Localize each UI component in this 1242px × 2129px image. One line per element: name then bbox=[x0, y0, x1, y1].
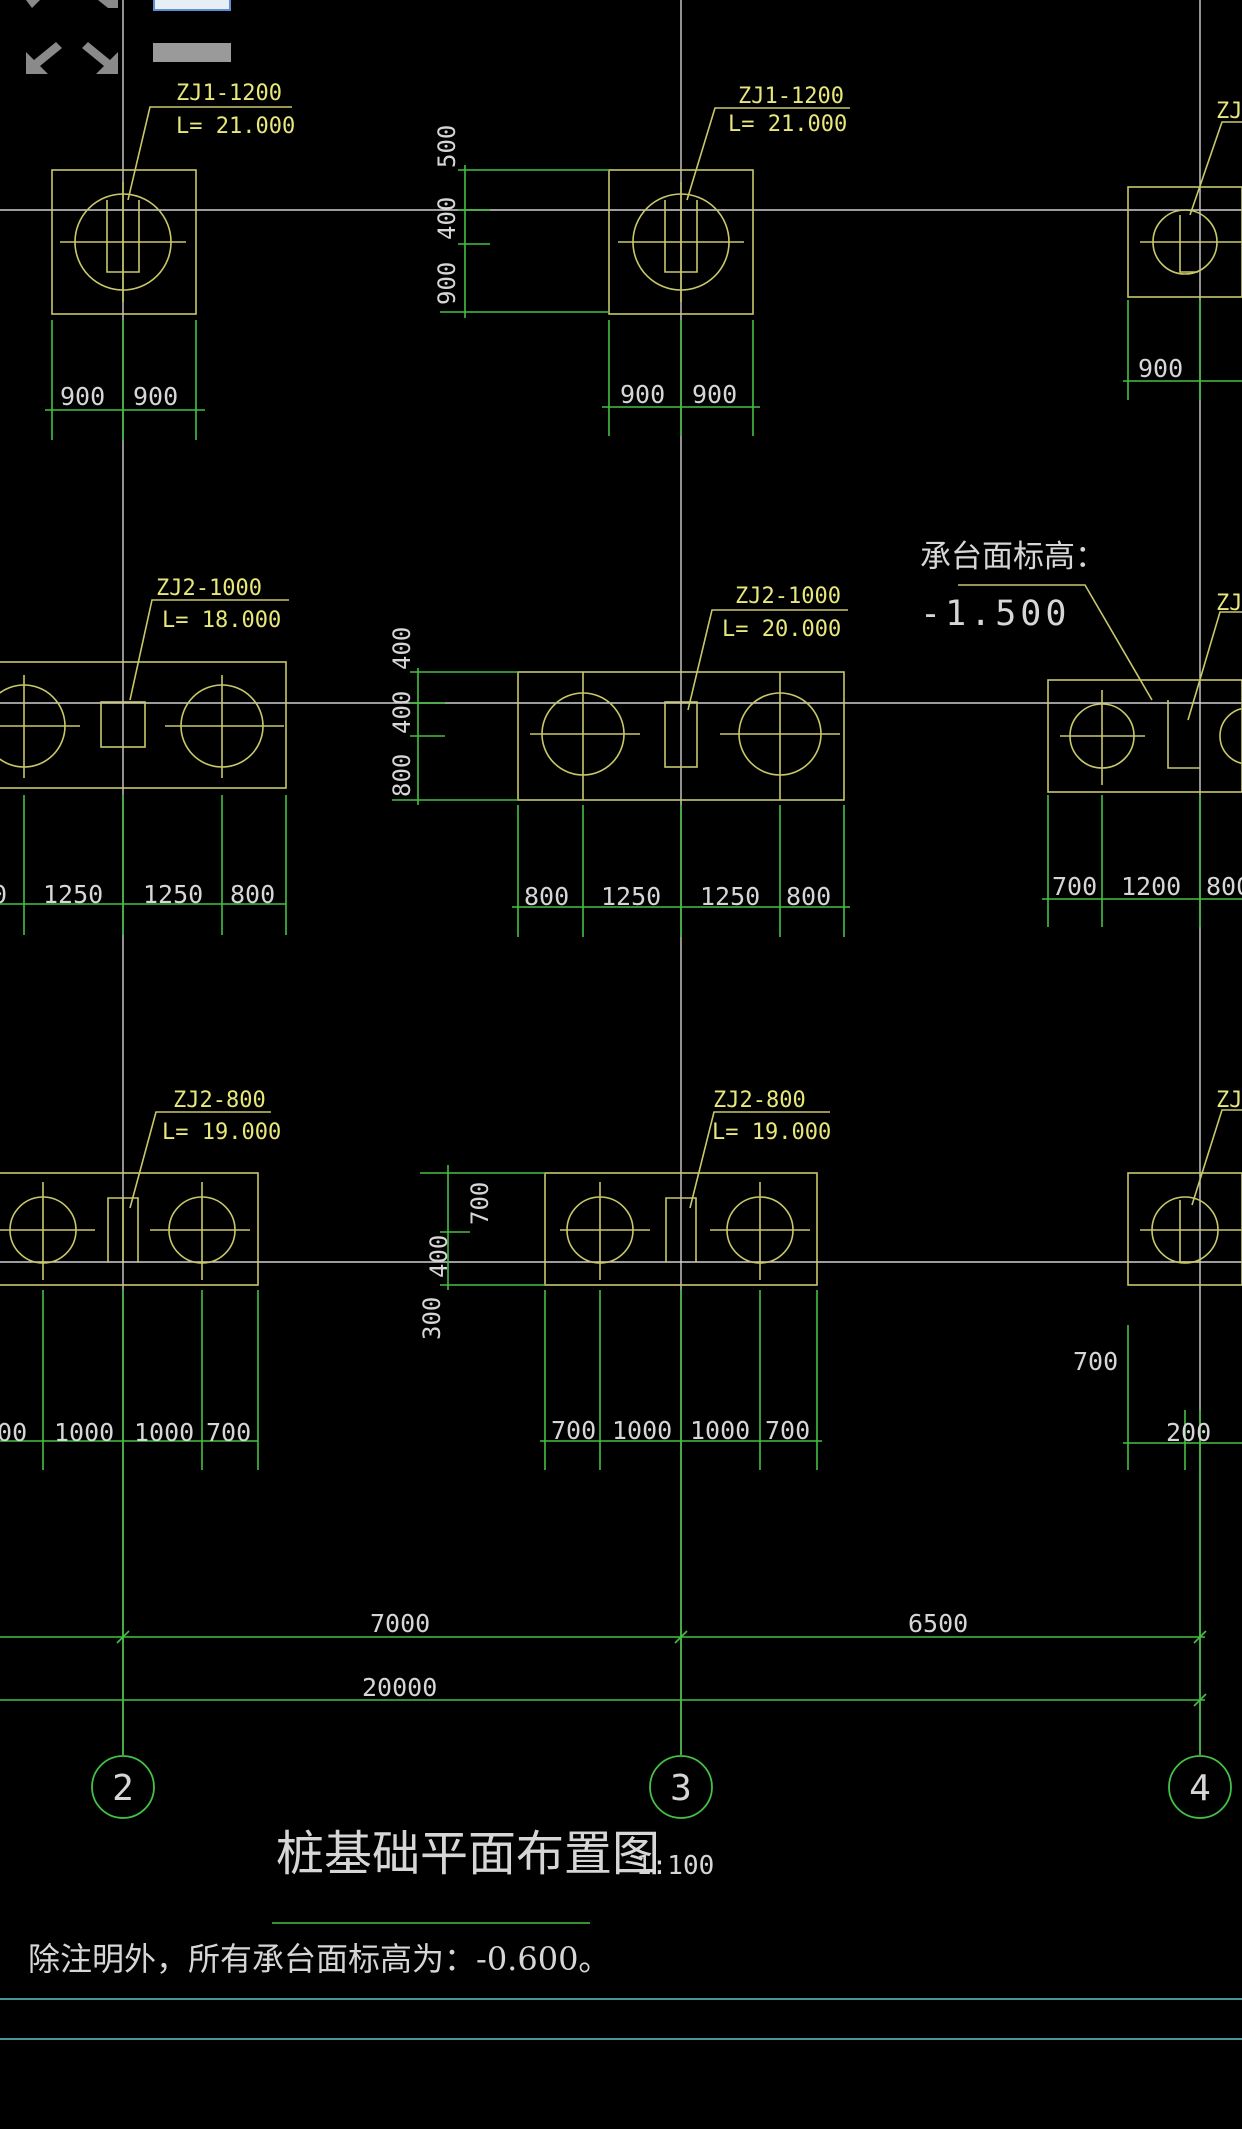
overall-dimensions bbox=[0, 1630, 1207, 1707]
cap-label-r1c2: ZJ1-1200 bbox=[738, 84, 844, 109]
dim-row2 bbox=[0, 795, 1242, 937]
pile-cap-r3c2 bbox=[544, 1111, 830, 1286]
general-note: 除注明外，所有承台面标高为：-0.600。 bbox=[28, 1940, 610, 1978]
dim-r1-5: 900 bbox=[1138, 354, 1183, 383]
dim-r2v-1: 400 bbox=[388, 627, 416, 670]
cap-label-r3c3: ZJ1 bbox=[1216, 1088, 1242, 1113]
dim-r2b-3: 1250 bbox=[700, 882, 760, 911]
dim-r1-3: 900 bbox=[620, 380, 665, 409]
cap-label-r1c1: ZJ1-1200 bbox=[176, 81, 282, 106]
cap-length-r2c1: L= 18.000 bbox=[162, 608, 281, 633]
dim-r3b-4: 700 bbox=[765, 1416, 810, 1445]
dim-r3v-2: 400 bbox=[425, 1235, 453, 1278]
cap-length-r1c1: L= 21.000 bbox=[176, 114, 295, 139]
axis-bubble-4 bbox=[1168, 1755, 1232, 1819]
dim-r3c-2: 200 bbox=[1166, 1418, 1211, 1447]
dim-r2a-1: 0 bbox=[0, 880, 7, 909]
cap-label-r3c2: ZJ2-800 bbox=[713, 1088, 806, 1113]
axis-label-3: 3 bbox=[670, 1768, 692, 1809]
dim-r1-2: 900 bbox=[133, 382, 178, 411]
cap-length-r3c2: L= 19.000 bbox=[712, 1120, 831, 1145]
dim-r3a-1: 700 bbox=[0, 1418, 27, 1447]
dim-r3a-2: 1000 bbox=[54, 1418, 114, 1447]
dim-r1v-2: 400 bbox=[433, 197, 461, 240]
dim-r2a-4: 800 bbox=[230, 880, 275, 909]
dim-r2c-3: 800 bbox=[1206, 872, 1242, 901]
pile-cap-r2c3 bbox=[958, 584, 1242, 793]
pile-cap-r1c3 bbox=[1127, 121, 1242, 298]
dim-r2a-3: 1250 bbox=[143, 880, 203, 909]
cap-length-r3c1: L= 19.000 bbox=[162, 1120, 281, 1145]
axis-bubble-2 bbox=[91, 1755, 155, 1819]
pile-cap-r2c1 bbox=[0, 599, 289, 789]
layer-color-button[interactable] bbox=[153, 0, 231, 11]
elevation-value: -1.500 bbox=[920, 594, 1070, 634]
dim-r1-4: 900 bbox=[692, 380, 737, 409]
drawing-scale: 1:100 bbox=[636, 1851, 714, 1881]
dim-r3b-1: 700 bbox=[551, 1416, 596, 1445]
dim-row1-vertical bbox=[440, 165, 609, 318]
cap-length-r1c2: L= 21.000 bbox=[728, 112, 847, 137]
cap-label-r2c1: ZJ2-1000 bbox=[156, 576, 262, 601]
pile-cap-r2c2 bbox=[517, 609, 848, 801]
pile-cap-r1c2 bbox=[608, 107, 850, 315]
dim-r2a-2: 1250 bbox=[43, 880, 103, 909]
dim-row2-vertical bbox=[392, 668, 518, 805]
dim-row1 bbox=[45, 300, 1242, 440]
axis-label-4: 4 bbox=[1189, 1768, 1211, 1809]
cap-length-r2c2: L= 20.000 bbox=[722, 617, 841, 642]
elevation-label: 承台面标高： bbox=[920, 539, 1106, 575]
cap-label-r3c1: ZJ2-800 bbox=[173, 1088, 266, 1113]
dim-r3b-2: 1000 bbox=[612, 1416, 672, 1445]
dim-r3a-3: 1000 bbox=[134, 1418, 194, 1447]
span-total: 20000 bbox=[362, 1673, 437, 1702]
dim-r2b-2: 1250 bbox=[601, 882, 661, 911]
dim-r3v-3: 300 bbox=[418, 1297, 446, 1340]
cap-label-r2c2: ZJ2-1000 bbox=[735, 584, 841, 609]
dim-r3a-4: 700 bbox=[206, 1418, 251, 1447]
axis-bubble-3 bbox=[649, 1755, 713, 1819]
axis-label-2: 2 bbox=[112, 1768, 134, 1809]
dim-r2c-2: 1200 bbox=[1121, 872, 1181, 901]
cap-label-r2c3: ZJ2 bbox=[1216, 591, 1242, 616]
pile-cap-r1c1 bbox=[51, 106, 292, 315]
dim-r2c-1: 700 bbox=[1052, 872, 1097, 901]
fullscreen-toggle-icon[interactable] bbox=[22, 0, 122, 82]
dim-r2v-3: 800 bbox=[388, 754, 416, 797]
dim-r1-1: 900 bbox=[60, 382, 105, 411]
pile-cap-r3c1 bbox=[0, 1111, 271, 1286]
dim-r3b-3: 1000 bbox=[690, 1416, 750, 1445]
dim-row3 bbox=[0, 1290, 1242, 1470]
span-3-4: 6500 bbox=[908, 1609, 968, 1638]
cap-label-r1c3: ZJ1 bbox=[1216, 99, 1242, 124]
dim-r1v-3: 900 bbox=[433, 262, 461, 305]
dim-r3v-1: 700 bbox=[466, 1182, 494, 1225]
line-weight-button[interactable] bbox=[153, 43, 231, 62]
dim-r3c-1: 700 bbox=[1073, 1347, 1118, 1376]
pile-cap-r3c3 bbox=[1127, 1109, 1242, 1286]
dim-r1v-1: 500 bbox=[433, 125, 461, 168]
dim-row3-vertical bbox=[420, 1165, 545, 1290]
dim-r2b-4: 800 bbox=[786, 882, 831, 911]
drawing-title: 桩基础平面布置图 bbox=[276, 1826, 660, 1882]
dim-r2v-2: 400 bbox=[388, 691, 416, 734]
span-2-3: 7000 bbox=[370, 1609, 430, 1638]
dim-r2b-1: 800 bbox=[524, 882, 569, 911]
